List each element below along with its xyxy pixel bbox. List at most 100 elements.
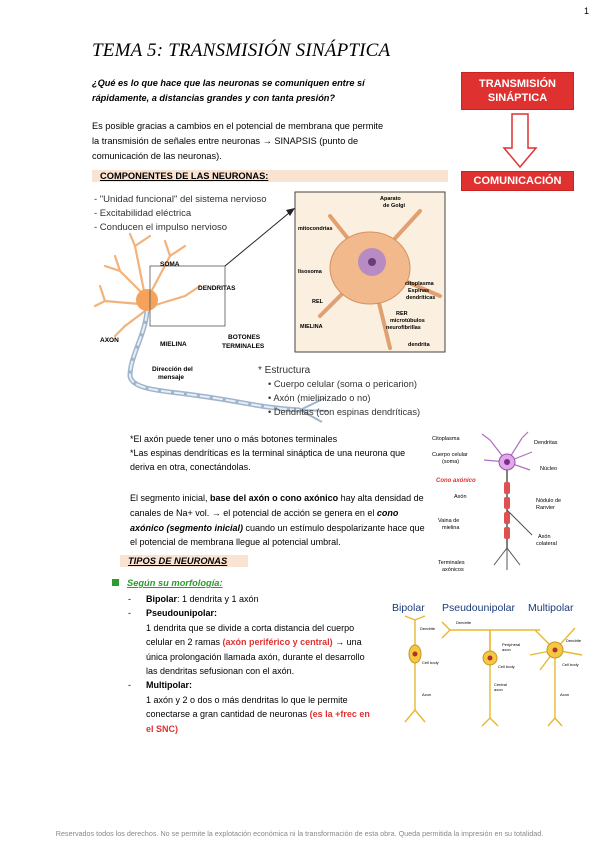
rn-axon-col-2: colateral	[536, 541, 557, 547]
morphology-heading: Según su morfología:	[112, 578, 223, 588]
notes: *El axón puede tener uno o más botones t…	[130, 432, 430, 474]
fig-axon-1: Axon	[422, 692, 431, 697]
neuron-figure: - "Unidad funcional" del sistema nervios…	[93, 191, 446, 423]
note-1: *El axón puede tener uno o más botones t…	[130, 434, 338, 444]
transmision-box: TRANSMISIÓN SINÁPTICA	[461, 72, 574, 110]
comunicacion-box: COMUNICACIÓN	[461, 171, 574, 191]
fig-pseudo: Pseudounipolar	[442, 602, 515, 614]
rn-axon: Axón	[454, 494, 467, 500]
fig-dendrite-1: Dendrite	[420, 626, 436, 631]
structure-item-2: • Axón (mielinizado o no)	[268, 393, 370, 403]
neuron-types-figure: Bipolar Pseudounipolar Multipolar Dendri…	[392, 602, 583, 727]
fig-central-1: Central	[494, 682, 507, 687]
transmision-label-1: TRANSMISIÓN	[479, 78, 556, 90]
fig-bipolar: Bipolar	[392, 602, 425, 614]
para-text-3: cuando un estímulo despolarizante hace q…	[130, 522, 425, 548]
rn-terminales-1: Terminales	[438, 560, 465, 566]
inset-dendrita: dendrita	[408, 342, 431, 348]
fig-dendrite-3: Dendrite	[566, 638, 582, 643]
fig-dendrite-2: Dendrite	[456, 620, 472, 625]
structure-item-1: • Cuerpo celular (soma o pericarion)	[268, 379, 417, 389]
intro-question: ¿Qué es lo que hace que las neuronas se …	[92, 78, 365, 103]
rn-cono: Cono axónico	[436, 478, 476, 484]
soma-shape	[136, 289, 158, 311]
cono-axonico-paragraph: El segmento inicial, base del axón o con…	[130, 491, 430, 550]
transmision-label-2: SINÁPTICA	[487, 92, 548, 104]
para-italic: cono axónico (segmento inicial)	[130, 507, 399, 533]
fig-central-2: axon	[494, 687, 503, 692]
multi-name: Multipolar	[146, 680, 189, 691]
rn-axon-col-1: Axón	[538, 534, 551, 540]
morphology-label: Según su morfología:	[127, 578, 223, 588]
structure-item-3: • Dendritas (con espinas dendríticas)	[268, 407, 420, 417]
fig-peripheral-1: Peripheral	[502, 642, 520, 647]
type-multipolar: -Multipolar:	[128, 680, 192, 691]
bipolar-name: Bipolar	[146, 594, 178, 604]
multi-desc: 1 axón y 2 o dos o más dendritas lo que …	[128, 693, 378, 736]
fig-multi: Multipolar	[528, 602, 574, 614]
neuron-types-list: -Bipolar: 1 dendrita y 1 axón -Pseudouni…	[128, 592, 378, 736]
multi-red: (es la +frec en el SNC)	[146, 709, 370, 734]
fig-cellbody-2: Cell body	[498, 664, 515, 669]
inset-rer: RER	[396, 311, 408, 317]
inset-lisosoma: lisosoma	[298, 269, 323, 275]
label-mensaje: mensaje	[158, 374, 184, 381]
inset-aparato: Aparato	[380, 196, 401, 202]
rn-nodulo-2: Ranvier	[536, 505, 555, 511]
note-2: *Las espinas dendríticas es la terminal …	[130, 448, 406, 472]
label-botones: BOTONES	[228, 334, 261, 341]
fig-cellbody-1: Cell body	[422, 660, 439, 665]
bipolar-desc: : 1 dendrita y 1 axón	[177, 594, 259, 604]
neuron-bullet-2: - Excitabilidad eléctrica	[94, 208, 192, 219]
rn-cuerpo-2: (soma)	[442, 459, 459, 465]
page-title: TEMA 5: TRANSMISIÓN SINÁPTICA	[92, 40, 391, 61]
multi-desc-text: 1 axón y 2 o dos o más dendritas lo que …	[146, 694, 348, 720]
section-types: TIPOS DE NEURONAS	[120, 555, 248, 567]
label-axon: AXON	[100, 337, 119, 344]
para-text-2: hay alta densidad de canales de Na+ vol.…	[130, 493, 424, 518]
green-bullet-icon	[112, 579, 119, 586]
rn-vaina-1: Vaina de	[438, 518, 459, 524]
label-mielina: MIELINA	[160, 341, 187, 348]
fig-peripheral-2: axon	[502, 647, 511, 652]
rn-cuerpo-1: Cuerpo celular	[432, 452, 468, 458]
label-direccion: Dirección del	[152, 366, 193, 373]
rn-nodulo-1: Nódulo de	[536, 498, 561, 504]
section-components: COMPONENTES DE LAS NEURONAS:	[92, 170, 448, 182]
pseudo-desc-2: → una única prolongación llamada axón, d…	[146, 637, 365, 677]
inset-mitocondrias: mitocondrias	[298, 226, 333, 232]
fig-cellbody-3: Cell body	[562, 662, 579, 667]
inset-golgi: de Golgi	[383, 203, 405, 209]
rn-vaina-2: mielina	[442, 525, 460, 531]
pseudo-desc-1: 1 dendrita que se divide a corta distanc…	[146, 622, 355, 648]
rn-dendritas: Dendritas	[534, 440, 558, 446]
fig-axon-3: Axon	[560, 692, 569, 697]
down-arrow-icon	[502, 113, 538, 169]
inset-rel: REL	[312, 299, 324, 305]
inset-citoplasma: citoplasma	[405, 281, 435, 287]
inset-dendriticas: dendríticas	[406, 295, 435, 301]
inset-mielina: MIELINA	[300, 324, 323, 330]
type-pseudounipolar: -Pseudounipolar:	[128, 608, 218, 619]
structure-title: * Estructura	[258, 365, 311, 376]
label-soma: SOMA	[160, 261, 180, 268]
neuron-bullet-3: - Conducen el impulso nervioso	[94, 222, 227, 233]
rn-terminales-2: axónicos	[442, 567, 464, 573]
pseudo-red: (axón periférico y central)	[222, 637, 333, 648]
type-bipolar: -Bipolar: 1 dendrita y 1 axón	[128, 594, 259, 604]
rn-citoplasma: Citoplasma	[432, 436, 460, 442]
para-bold: base del axón o cono axónico	[210, 493, 339, 503]
pseudo-name: Pseudounipolar	[146, 608, 215, 619]
inset-espinas: Espinas	[408, 288, 429, 294]
para-text-1: El segmento inicial,	[130, 493, 211, 503]
right-neuron-figure: Citoplasma Dendritas Cuerpo celular (som…	[432, 431, 561, 573]
pseudo-desc: 1 dendrita que se divide a corta distanc…	[128, 621, 378, 679]
inset-neurofibrillas: neurofibrillas	[386, 325, 421, 331]
footer: Reservados todos los derechos. No se per…	[55, 829, 544, 838]
inset-microtubulos: microtúbulos	[390, 318, 425, 324]
label-dendritas: DENDRITAS	[198, 285, 236, 292]
rn-nucleo: Núcleo	[540, 466, 557, 472]
neuron-bullet-1: - "Unidad funcional" del sistema nervios…	[94, 194, 267, 205]
page-number: 1	[583, 6, 589, 16]
intro-text: Es posible gracias a cambios en el poten…	[92, 121, 384, 161]
